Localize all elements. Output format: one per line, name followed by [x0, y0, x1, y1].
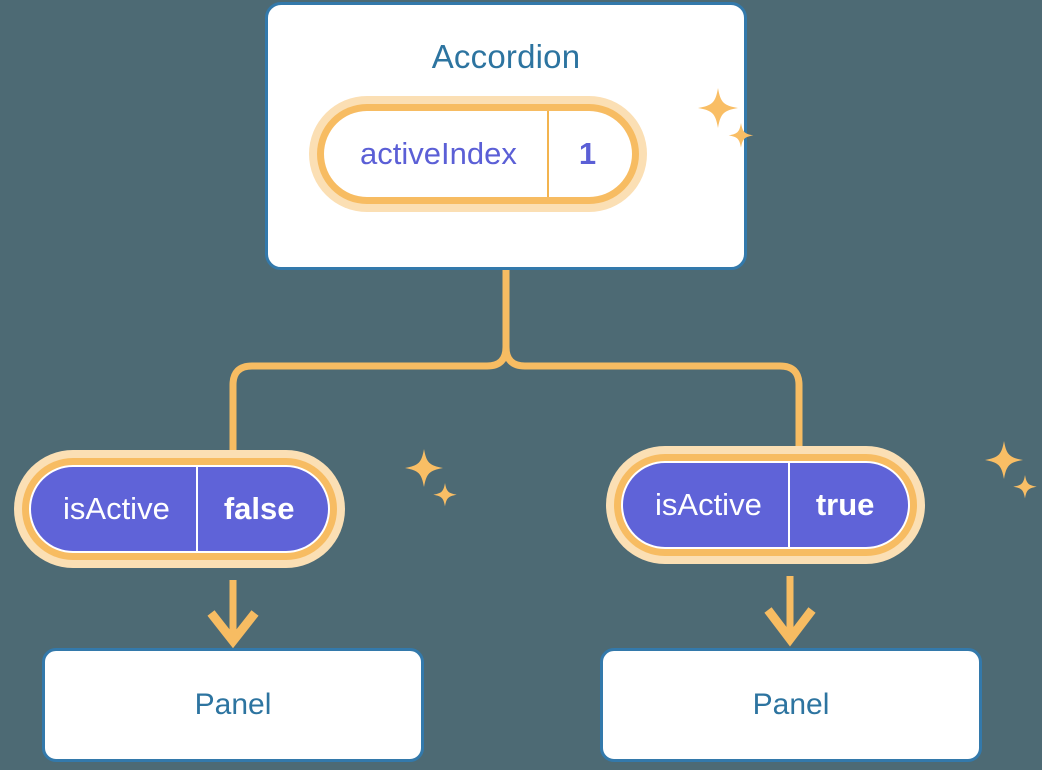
pill-inner-ring: isActive true [614, 454, 918, 556]
pill-body: isActive false [29, 465, 331, 553]
arrow-down-icon-right [764, 576, 816, 647]
connector-branch-right [502, 343, 803, 462]
pill-inner-ring: activeIndex 1 [317, 104, 640, 204]
sparkles-icon-right [985, 441, 1037, 499]
sparkles-icon-left [405, 449, 457, 507]
component-card-panel-left[interactable]: Panel [42, 648, 424, 762]
connector-branch-left [229, 343, 510, 466]
pill-body: activeIndex 1 [324, 111, 633, 197]
panel-label: Panel [194, 688, 272, 721]
state-key-label: activeIndex [360, 136, 517, 171]
pill-body: isActive true [621, 461, 911, 549]
panel-label: Panel [752, 688, 830, 721]
sparkle-large [405, 449, 443, 487]
arrow-down-icon-left [207, 580, 259, 649]
sparkle-large [985, 441, 1023, 479]
pill-outer-ring: activeIndex 1 [309, 96, 648, 212]
state-value-label: false [195, 467, 329, 551]
sparkle-small [1013, 475, 1037, 499]
pill-outer-ring: isActive true [606, 446, 926, 564]
state-value-label: true [787, 463, 909, 547]
component-card-panel-right[interactable]: Panel [600, 648, 982, 762]
state-pill-is-active-true[interactable]: isActive true [606, 446, 926, 564]
state-value-label: 1 [546, 111, 632, 197]
page-title: Accordion [431, 38, 581, 75]
pill-inner-ring: isActive false [22, 458, 338, 560]
state-key-label: isActive [655, 487, 762, 522]
state-key-label: isActive [63, 491, 170, 526]
state-pill-is-active-false[interactable]: isActive false [14, 450, 346, 568]
state-pill-active-index[interactable]: activeIndex 1 [309, 96, 648, 212]
sparkle-small [433, 483, 457, 507]
pill-outer-ring: isActive false [14, 450, 346, 568]
